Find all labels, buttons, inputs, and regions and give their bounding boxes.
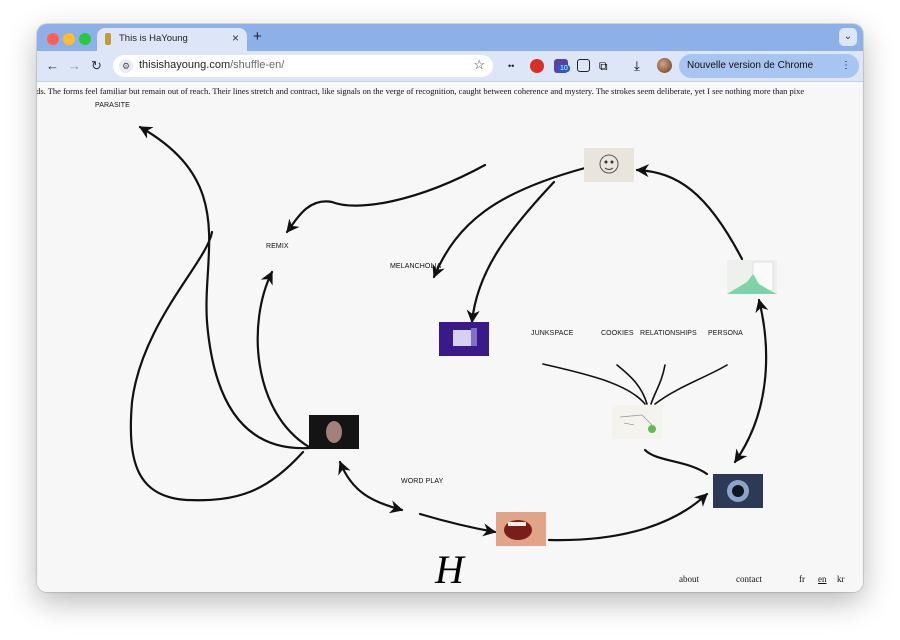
site-info-icon[interactable]: ⚙ (119, 59, 133, 73)
tab-search-chevron-icon[interactable]: ⌄ (839, 28, 857, 46)
footer-contact-link[interactable]: contact (736, 574, 762, 584)
arrow-diagram (129, 125, 769, 542)
arrow-hands-loop (129, 230, 305, 502)
arrow-eye-mountain-bidirectional (733, 298, 769, 464)
url-path: /shuffle-en/ (230, 59, 285, 71)
new-tab-icon[interactable]: + (253, 28, 262, 45)
thumbnail-eye[interactable] (713, 474, 763, 508)
download-icon[interactable]: ⤓ (634, 58, 640, 73)
arrow-face-to-remix (285, 163, 487, 234)
browser-window: This is HaYoung × + ⌄ ← → ↻ ⚙ thisishayo… (37, 24, 863, 592)
line-sketch-to-eye (643, 448, 709, 476)
site-favicon-icon (105, 33, 111, 45)
window-maximize-button[interactable] (79, 33, 91, 45)
thumbnail-hands[interactable] (309, 415, 359, 449)
tab-close-icon[interactable]: × (231, 31, 239, 45)
reload-icon[interactable]: ↻ (91, 58, 102, 73)
puzzle-extension-icon[interactable]: ⧉ (599, 59, 608, 73)
label-melancholia[interactable]: MELANCHOLIA (390, 263, 442, 270)
branch-relationships (650, 364, 666, 405)
profile-avatar[interactable] (657, 58, 672, 73)
footer-about-link[interactable]: about (679, 574, 699, 584)
arrow-remix-to-wordplay (338, 460, 404, 514)
label-cookies[interactable]: COOKIES (601, 330, 634, 337)
thumbnail-face-drawing[interactable] (584, 148, 634, 182)
extension-badge-count: 10 (558, 65, 570, 72)
address-bar[interactable]: ⚙ thisishayoung.com/shuffle-en/ ☆ (113, 55, 493, 77)
arrow-face-to-melancholia (432, 166, 587, 279)
branch-junkspace (542, 363, 646, 405)
label-persona[interactable]: PERSONA (708, 330, 743, 337)
thumbnail-mouth[interactable] (496, 512, 546, 546)
page-content: ords. The forms feel familiar but remain… (37, 82, 863, 592)
extension-dots-icon[interactable]: •• (508, 61, 515, 71)
label-relationships[interactable]: RELATIONSHIPS (640, 330, 697, 337)
arrow-portrait-to-remix (256, 270, 311, 449)
tab-strip: This is HaYoung × + ⌄ (37, 24, 863, 51)
lang-en-link[interactable]: en (818, 574, 827, 584)
marquee-text: ords. The forms feel familiar but remain… (37, 86, 805, 96)
arrow-remix-to-parasite (138, 125, 311, 450)
lang-kr-link[interactable]: kr (837, 574, 845, 584)
arrow-wordplay-to-mouth (418, 512, 497, 537)
extension-box-icon[interactable] (577, 59, 590, 72)
site-logo[interactable]: H (435, 547, 464, 592)
branch-persona (654, 364, 728, 405)
bookmark-star-icon[interactable]: ☆ (473, 57, 485, 72)
label-junkspace[interactable]: JUNKSPACE (531, 330, 574, 337)
label-remix[interactable]: REMIX (266, 243, 289, 250)
label-word-play[interactable]: WORD PLAY (401, 478, 444, 485)
adblock-extension-icon[interactable] (530, 59, 544, 73)
branch-cookies (616, 364, 648, 405)
url-text: thisishayoung.com/shuffle-en/ (139, 59, 284, 71)
window-close-button[interactable] (47, 33, 59, 45)
tab-active[interactable]: This is HaYoung × (97, 28, 247, 51)
extension-badge-icon[interactable]: 10 (554, 59, 570, 73)
tab-title: This is HaYoung (119, 33, 188, 44)
thumbnail-purple-cube[interactable] (439, 322, 489, 356)
window-minimize-button[interactable] (63, 33, 75, 45)
label-parasite[interactable]: PARASITE (95, 102, 130, 109)
url-domain: thisishayoung.com (139, 59, 231, 71)
more-menu-icon[interactable]: ⋮ (841, 60, 851, 71)
arrow-mouth-to-eye (547, 492, 709, 542)
lang-fr-link[interactable]: fr (799, 574, 805, 584)
forward-icon[interactable]: → (68, 58, 81, 73)
chrome-update-button[interactable]: Nouvelle version de Chrome disponible ⋮ (679, 54, 859, 95)
arrow-mountain-to-face (635, 164, 744, 261)
thumbnail-sketch-drawing[interactable] (612, 405, 662, 439)
arrow-face-to-cube (466, 180, 556, 324)
toolbar: ← → ↻ ⚙ thisishayoung.com/shuffle-en/ ☆ … (37, 51, 863, 95)
back-icon[interactable]: ← (46, 58, 59, 73)
thumbnail-mountain-book[interactable] (727, 260, 777, 294)
